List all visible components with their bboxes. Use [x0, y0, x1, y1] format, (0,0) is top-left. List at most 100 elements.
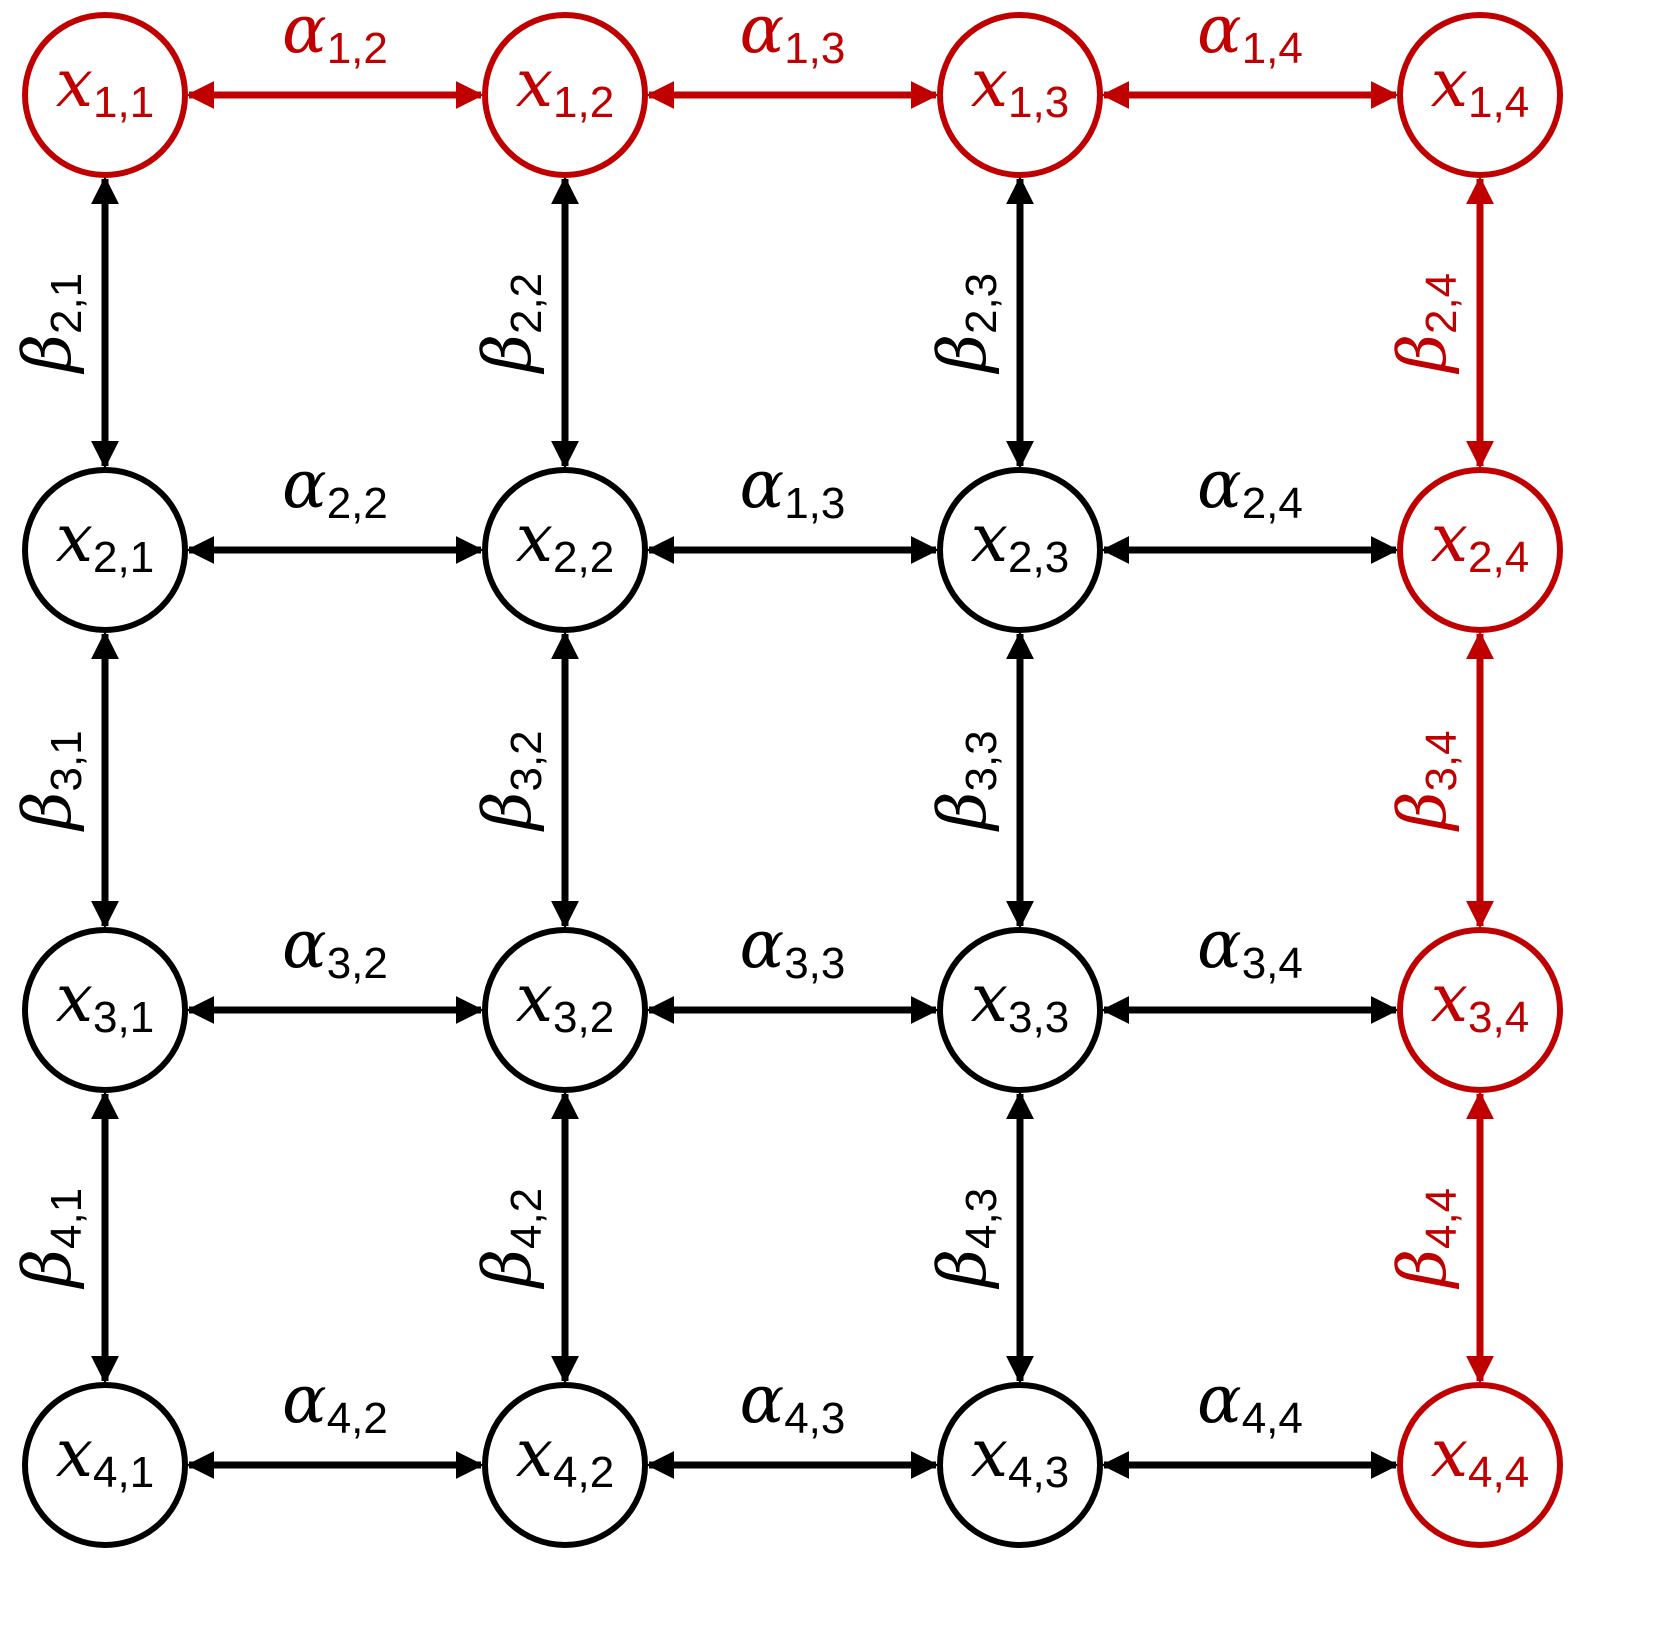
edge-label-beta-4-2-text: β4,2 — [469, 1188, 551, 1290]
edge-label-beta-3-1-text: β3,1 — [9, 730, 91, 832]
edge-label-alpha-row3-col1: α3,2 — [282, 906, 388, 988]
node-label-3-2-subscript: 3,2 — [553, 993, 614, 1042]
edge-label-beta-4-1-text: β4,1 — [9, 1188, 91, 1290]
node-circle — [482, 467, 648, 633]
edge-label-beta-3-1-symbol: β — [9, 792, 86, 833]
node-label-1-2: x1,2 — [516, 45, 614, 127]
node-circle — [22, 467, 188, 633]
edge-label-alpha-row2-col1-symbol: α — [282, 446, 327, 523]
edge-label-alpha-row3-col3-text: α3,4 — [1197, 906, 1303, 988]
edge-label-beta-2-2-symbol: β — [469, 334, 546, 375]
edge-label-beta-4-1: β4,1 — [9, 1188, 91, 1290]
node-label-1-3: x1,3 — [971, 45, 1069, 127]
node-label-1-1-text: x1,1 — [56, 45, 154, 127]
edge-label-alpha-row4-col3-subscript: 4,4 — [1242, 1394, 1303, 1443]
edge-label-alpha-row4-col3: α4,4 — [1197, 1361, 1303, 1443]
node-x-3-3: x3,3 — [937, 927, 1103, 1093]
node-label-2-4-text: x2,4 — [1431, 500, 1529, 582]
edge-label-beta-2-1-symbol: β — [9, 334, 86, 375]
node-label-3-4-subscript: 3,4 — [1468, 993, 1529, 1042]
edge-label-beta-4-3-text: β4,3 — [924, 1188, 1006, 1290]
edge-label-beta-3-1: β3,1 — [9, 730, 91, 832]
edge-label-beta-3-2-subscript: 3,2 — [502, 730, 551, 791]
edge-label-beta-3-4-subscript: 3,4 — [1417, 730, 1466, 791]
node-label-2-4-symbol: x — [1431, 500, 1468, 577]
edge-label-beta-2-4-text: β2,4 — [1384, 273, 1466, 375]
edge-label-alpha-row4-col2-text: α4,3 — [740, 1361, 846, 1443]
node-circle — [1397, 467, 1563, 633]
node-label-4-3: x4,3 — [971, 1415, 1069, 1497]
node-x-1-1: x1,1 — [22, 12, 188, 178]
edge-label-beta-4-4: β4,4 — [1384, 1188, 1466, 1290]
edge-label-alpha-row3-col1-text: α3,2 — [282, 906, 388, 988]
node-x-4-3: x4,3 — [937, 1382, 1103, 1548]
edge-label-beta-2-1: β2,1 — [9, 273, 91, 375]
node-circle — [1397, 927, 1563, 1093]
edge-label-alpha-row1-col1-subscript: 1,2 — [327, 24, 388, 73]
edge-label-beta-4-4-symbol: β — [1384, 1249, 1461, 1290]
edge-label-alpha-row4-col1-symbol: α — [282, 1361, 327, 1438]
node-label-2-4-subscript: 2,4 — [1468, 533, 1529, 582]
node-label-1-1: x1,1 — [56, 45, 154, 127]
edge-label-alpha-row3-col1-subscript: 3,2 — [327, 939, 388, 988]
node-x-3-1: x3,1 — [22, 927, 188, 1093]
node-label-4-4-subscript: 4,4 — [1468, 1448, 1529, 1497]
edge-label-alpha-row4-col3-symbol: α — [1197, 1361, 1242, 1438]
node-x-1-3: x1,3 — [937, 12, 1103, 178]
edge-label-beta-4-1-subscript: 4,1 — [42, 1188, 91, 1249]
node-label-3-3-subscript: 3,3 — [1008, 993, 1069, 1042]
node-label-2-1-subscript: 2,1 — [93, 533, 154, 582]
node-label-2-4: x2,4 — [1431, 500, 1529, 582]
edge-label-alpha-row2-col3-subscript: 2,4 — [1242, 479, 1303, 528]
node-x-2-2: x2,2 — [482, 467, 648, 633]
edge-label-alpha-row1-col3-subscript: 1,4 — [1242, 24, 1303, 73]
node-label-3-2-text: x3,2 — [516, 960, 614, 1042]
edge-label-alpha-row1-col3-text: α1,4 — [1197, 0, 1303, 73]
node-label-1-4-symbol: x — [1431, 45, 1468, 122]
edge-label-beta-3-2: β3,2 — [469, 730, 551, 832]
edge-label-alpha-row4-col2: α4,3 — [740, 1361, 846, 1443]
node-label-3-2-symbol: x — [516, 960, 553, 1037]
node-circle — [937, 467, 1103, 633]
edge-label-beta-4-2-subscript: 4,2 — [502, 1188, 551, 1249]
node-label-2-2: x2,2 — [516, 500, 614, 582]
node-circle — [22, 927, 188, 1093]
node-label-3-3-symbol: x — [971, 960, 1008, 1037]
edge-label-alpha-row1-col2: α1,3 — [740, 0, 846, 73]
node-x-4-4: x4,4 — [1397, 1382, 1563, 1548]
node-label-3-4-symbol: x — [1431, 960, 1468, 1037]
edge-label-beta-3-4-text: β3,4 — [1384, 730, 1466, 832]
node-circle — [937, 927, 1103, 1093]
node-label-3-1-subscript: 3,1 — [93, 993, 154, 1042]
edge-label-beta-2-1-subscript: 2,1 — [42, 273, 91, 334]
node-circle — [22, 12, 188, 178]
node-label-4-2-symbol: x — [516, 1415, 553, 1492]
node-label-4-2-subscript: 4,2 — [553, 1448, 614, 1497]
edge-label-alpha-row1-col1: α1,2 — [282, 0, 388, 73]
node-x-2-3: x2,3 — [937, 467, 1103, 633]
edge-label-beta-2-3: β2,3 — [924, 273, 1006, 375]
edge-label-alpha-row3-col3-subscript: 3,4 — [1242, 939, 1303, 988]
node-label-2-2-subscript: 2,2 — [553, 533, 614, 582]
edge-label-beta-4-2: β4,2 — [469, 1188, 551, 1290]
node-label-4-2: x4,2 — [516, 1415, 614, 1497]
node-label-2-1: x2,1 — [56, 500, 154, 582]
node-label-1-1-symbol: x — [56, 45, 93, 122]
node-label-4-4-symbol: x — [1431, 1415, 1468, 1492]
edge-label-beta-4-4-text: β4,4 — [1384, 1188, 1466, 1290]
edge-label-alpha-row3-col3: α3,4 — [1197, 906, 1303, 988]
node-label-1-4-text: x1,4 — [1431, 45, 1529, 127]
edge-label-beta-2-1-text: β2,1 — [9, 273, 91, 375]
node-label-2-1-text: x2,1 — [56, 500, 154, 582]
node-label-4-1-subscript: 4,1 — [93, 1448, 154, 1497]
edge-label-alpha-row4-col1-subscript: 4,2 — [327, 1394, 388, 1443]
edge-label-alpha-row1-col1-text: α1,2 — [282, 0, 388, 73]
node-circle — [937, 1382, 1103, 1548]
node-x-3-4: x3,4 — [1397, 927, 1563, 1093]
edge-label-beta-4-3-symbol: β — [924, 1249, 1001, 1290]
edge-label-beta-3-3: β3,3 — [924, 730, 1006, 832]
node-x-1-4: x1,4 — [1397, 12, 1563, 178]
node-label-1-2-text: x1,2 — [516, 45, 614, 127]
node-label-4-1: x4,1 — [56, 1415, 154, 1497]
